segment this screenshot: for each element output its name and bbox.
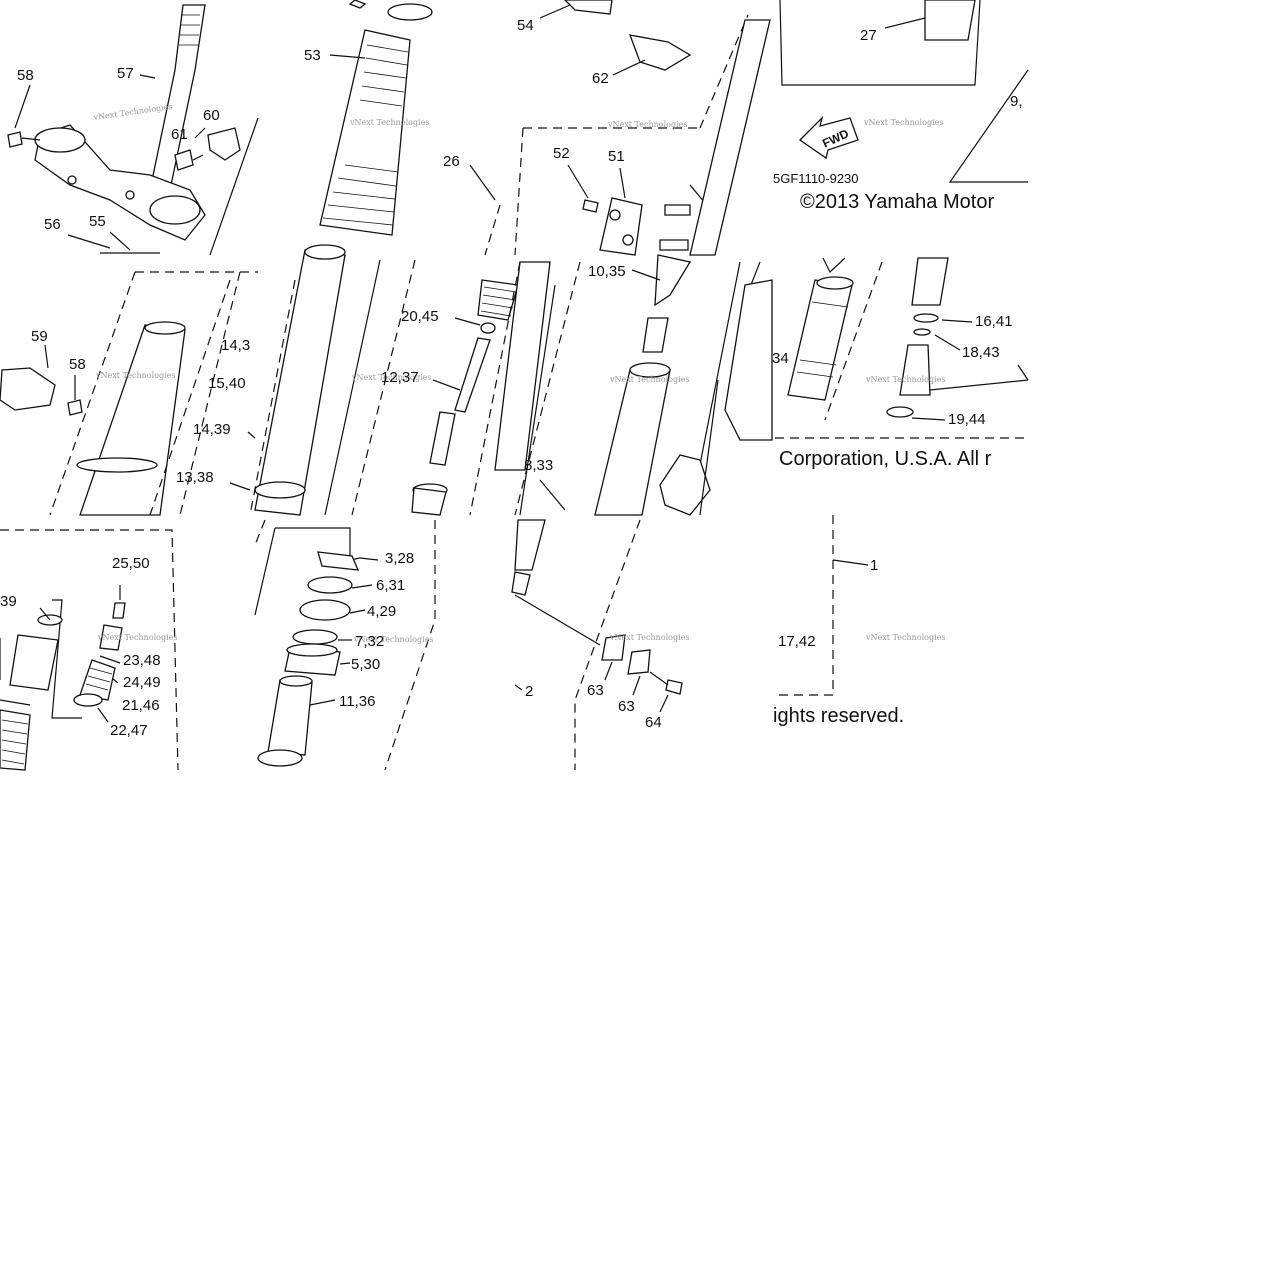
svg-text:vNext Technologies: vNext Technologies <box>607 120 687 129</box>
tile-fork-boot <box>319 0 771 256</box>
callout: 12,37 <box>381 369 419 386</box>
callout: 1 <box>870 557 878 574</box>
callout: 17,42 <box>778 633 816 650</box>
blank-margin-bottom <box>0 772 1285 1285</box>
callout: 34 <box>772 350 789 367</box>
copyright-line-3: ights reserved. <box>773 705 904 727</box>
callout: 57 <box>117 65 134 82</box>
callout: 16,41 <box>975 313 1013 330</box>
callout: 27 <box>860 27 877 44</box>
copyright-line-1: ©2013 Yamaha Motor <box>800 191 994 213</box>
callout: 9, <box>1010 93 1023 110</box>
callout: 5,30 <box>351 656 380 673</box>
svg-text:vNext Technologies: vNext Technologies <box>349 118 429 127</box>
svg-text:vNext Technologies: vNext Technologies <box>97 633 177 642</box>
tile-steering-crown <box>7 4 259 256</box>
callout: 54 <box>517 17 534 34</box>
svg-text:vNext Technologies: vNext Technologies <box>609 375 689 384</box>
callout: 56 <box>44 216 61 233</box>
callout: 60 <box>203 107 220 124</box>
svg-text:vNext Technologies: vNext Technologies <box>353 635 433 644</box>
tile-brackets <box>511 515 869 770</box>
callout: 63 <box>618 698 635 715</box>
tile-cartridge <box>775 257 1029 439</box>
callout: 6,31 <box>376 577 405 594</box>
callout-labels: 58 57 61 60 56 55 53 54 62 27 26 52 51 9… <box>0 17 1023 739</box>
callout: 20,45 <box>401 308 439 325</box>
callout: 7,32 <box>355 633 384 650</box>
tile-base-valve <box>0 529 179 771</box>
callout: 26 <box>443 153 460 170</box>
callout: 25,50 <box>112 555 150 572</box>
callout: 19,44 <box>948 411 986 428</box>
tile-fwd-copyright: FWD <box>779 0 1029 183</box>
callout: 59 <box>31 328 48 345</box>
callout: 10,35 <box>588 263 626 280</box>
svg-text:vNext Technologies: vNext Technologies <box>865 633 945 642</box>
callout: 2 <box>525 683 533 700</box>
watermarks: vNext Technologies vNext Technologies vN… <box>92 102 945 644</box>
callout: 58 <box>17 67 34 84</box>
svg-text:vNext Technologies: vNext Technologies <box>95 371 175 380</box>
tile-seals <box>254 519 436 771</box>
callout: 8,33 <box>524 457 553 474</box>
callout: 23,48 <box>123 652 161 669</box>
callout: 53 <box>304 47 321 64</box>
copyright-line-2: Corporation, U.S.A. All r <box>779 448 992 470</box>
callout: 15,40 <box>208 375 246 392</box>
callout: 14,3 <box>221 337 250 354</box>
svg-text:vNext Technologies: vNext Technologies <box>351 373 431 382</box>
svg-text:vNext Technologies: vNext Technologies <box>865 375 945 384</box>
tile-outer-tube <box>0 244 416 516</box>
callout: 11,36 <box>339 693 375 710</box>
callout: 4,29 <box>367 603 396 620</box>
callout: 24,49 <box>123 674 161 691</box>
callout: 64 <box>645 714 662 731</box>
svg-text:vNext Technologies: vNext Technologies <box>609 633 689 642</box>
callout: 61 <box>171 126 188 143</box>
tile-damper-rod <box>411 254 773 516</box>
callout: 39 <box>0 593 17 610</box>
callout: 18,43 <box>962 344 1000 361</box>
svg-text:vNext Technologies: vNext Technologies <box>863 118 943 127</box>
callout: 63 <box>587 682 604 699</box>
callout: 55 <box>89 213 106 230</box>
callout: 13,38 <box>176 469 214 486</box>
callout: 3,28 <box>385 550 414 567</box>
callout: 62 <box>592 70 609 87</box>
callout: 21,46 <box>122 697 160 714</box>
drawing-code: 5GF1110-9230 <box>773 171 859 186</box>
callout: 58 <box>69 356 86 373</box>
callout: 52 <box>553 145 570 162</box>
callout: 14,39 <box>193 421 231 438</box>
callout: 51 <box>608 148 625 165</box>
callout: 22,47 <box>110 722 148 739</box>
svg-text:vNext Technologies: vNext Technologies <box>92 102 173 122</box>
